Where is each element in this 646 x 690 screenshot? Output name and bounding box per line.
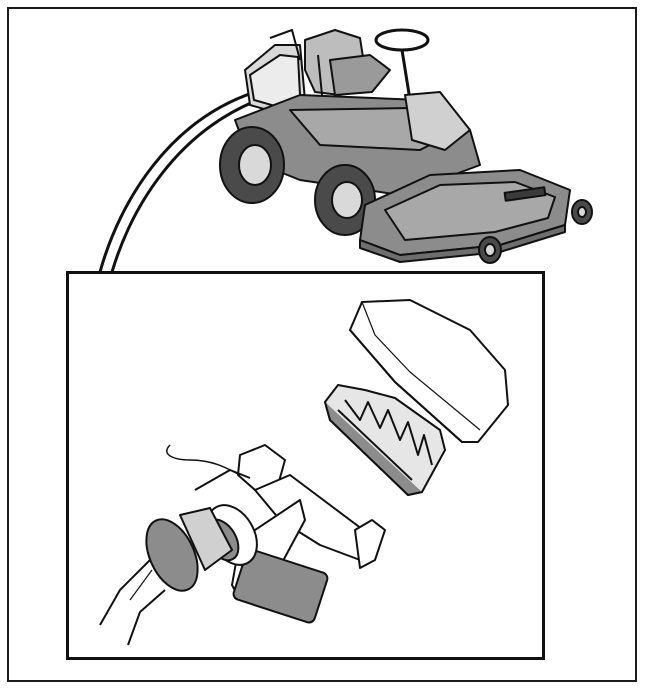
air-filter-detail	[99, 299, 509, 646]
filter-housing	[166, 444, 386, 624]
intake-hose	[99, 504, 258, 646]
callout-arrow	[98, 90, 259, 273]
paper-filter-element	[324, 384, 446, 496]
filter-cover	[349, 299, 509, 443]
rider-mower-illustration	[219, 28, 593, 264]
